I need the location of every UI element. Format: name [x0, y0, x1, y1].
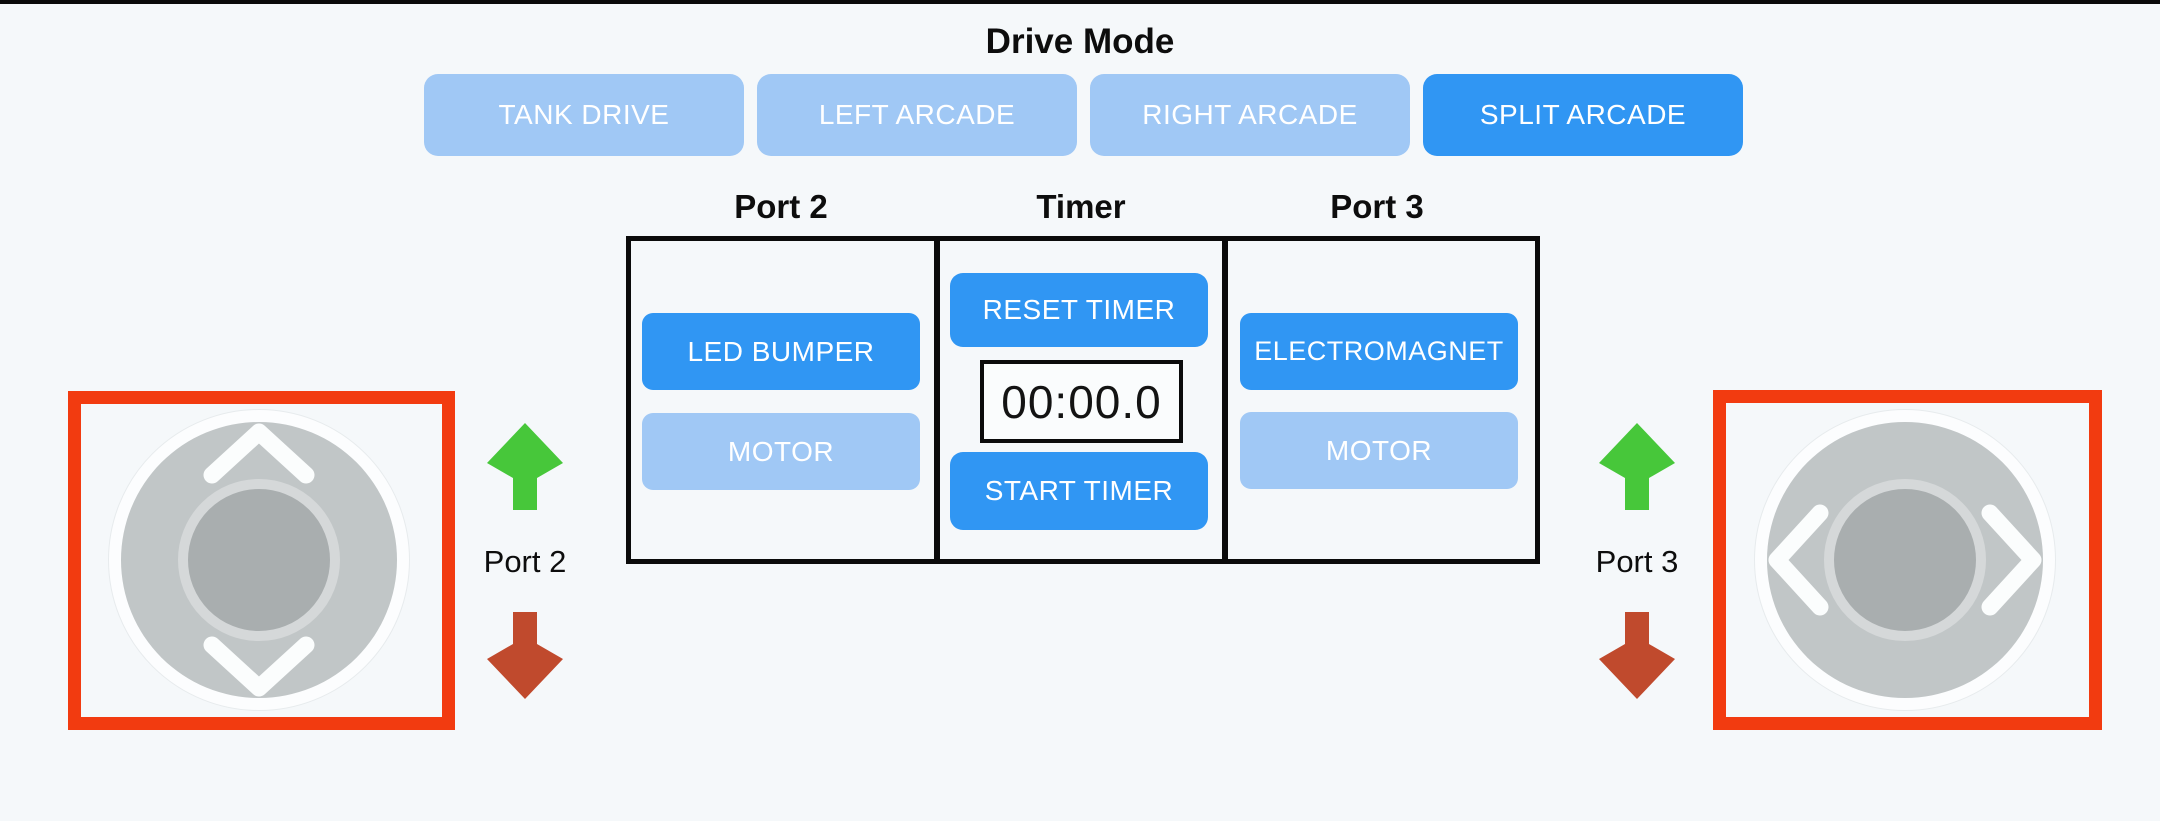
- led-bumper-button[interactable]: LED BUMPER: [642, 313, 920, 390]
- column-header-timer: Timer: [1036, 188, 1126, 225]
- reset-timer-button[interactable]: RESET TIMER: [950, 273, 1208, 347]
- column-header-port3: Port 3: [1330, 188, 1424, 225]
- electromagnet-button[interactable]: ELECTROMAGNET: [1240, 313, 1518, 390]
- right-joystick-knob[interactable]: [1824, 479, 1986, 641]
- port2-forward-arrow-icon: [487, 423, 563, 510]
- left-joystick-knob[interactable]: [178, 479, 340, 641]
- port2-label: Port 2: [483, 544, 567, 579]
- port3-motor-button[interactable]: MOTOR: [1240, 412, 1518, 489]
- tank-drive-button[interactable]: TANK DRIVE: [424, 74, 744, 156]
- right-arcade-button[interactable]: RIGHT ARCADE: [1090, 74, 1410, 156]
- timer-display: 00:00.0: [980, 360, 1183, 443]
- column-divider: [1222, 241, 1228, 559]
- split-arcade-button[interactable]: SPLIT ARCADE: [1423, 74, 1743, 156]
- start-timer-button[interactable]: START TIMER: [950, 452, 1208, 530]
- column-header-port2: Port 2: [734, 188, 828, 225]
- port2-motor-button[interactable]: MOTOR: [642, 413, 920, 490]
- top-border-line: [0, 0, 2160, 4]
- left-joystick-highlight-frame: [68, 391, 455, 730]
- port2-reverse-arrow-icon: [487, 612, 563, 699]
- right-joystick-highlight-frame: [1713, 390, 2102, 730]
- left-arcade-button[interactable]: LEFT ARCADE: [757, 74, 1077, 156]
- port3-reverse-arrow-icon: [1599, 612, 1675, 699]
- port3-forward-arrow-icon: [1599, 423, 1675, 510]
- drive-mode-button-group: TANK DRIVE LEFT ARCADE RIGHT ARCADE SPLI…: [424, 74, 1743, 156]
- port3-label: Port 3: [1595, 544, 1679, 579]
- control-panel-table: [626, 236, 1540, 564]
- page-title: Drive Mode: [985, 22, 1175, 61]
- column-divider: [934, 241, 940, 559]
